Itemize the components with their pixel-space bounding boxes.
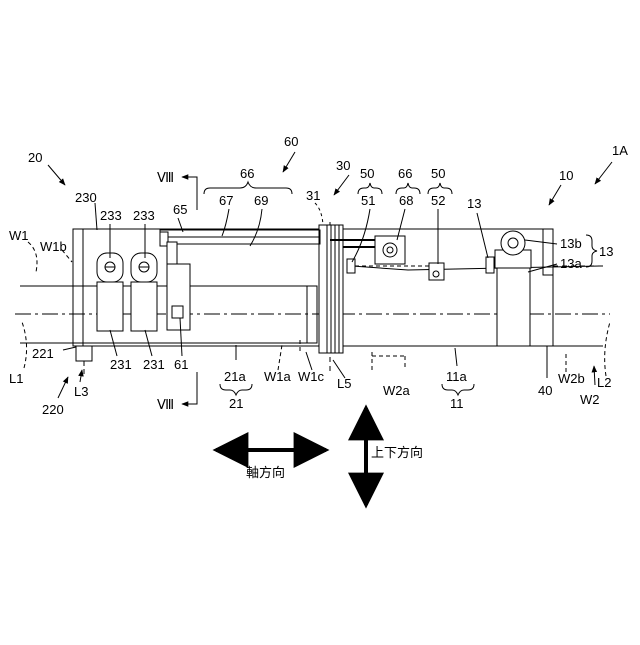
leader-13	[477, 213, 488, 258]
leader-w1c	[306, 352, 312, 370]
label-233-left: 233	[100, 208, 122, 223]
brace-66-top	[204, 182, 292, 194]
brace-11-bottom	[442, 384, 474, 395]
label-viii-top: Ⅷ	[157, 170, 174, 185]
label-13: 13	[467, 196, 481, 211]
label-w2: W2	[580, 392, 600, 407]
label-66-left: 66	[240, 166, 254, 181]
label-40: 40	[538, 383, 552, 398]
label-221: 221	[32, 346, 54, 361]
label-l3: L3	[74, 384, 88, 399]
label-61: 61	[174, 357, 188, 372]
ref-arrow-220	[58, 377, 68, 398]
label-viii-bottom: Ⅷ	[157, 397, 174, 412]
clamp-231-right	[131, 253, 157, 331]
section-arrow-bottom	[182, 372, 197, 404]
label-68: 68	[399, 193, 413, 208]
label-l2: L2	[597, 375, 611, 390]
label-13-right: 13	[599, 244, 613, 259]
motor-68	[375, 236, 405, 264]
clamp-61	[167, 242, 190, 330]
label-21: 21	[229, 396, 243, 411]
ref-arrow-20	[48, 165, 65, 185]
label-69: 69	[254, 193, 268, 208]
label-65: 65	[173, 202, 187, 217]
label-w2a: W2a	[383, 383, 411, 398]
label-51: 51	[361, 193, 375, 208]
label-10: 10	[559, 168, 573, 183]
label-l1: L1	[9, 371, 23, 386]
vertical-direction-label: 上下方向	[371, 445, 423, 460]
brace-21-bottom	[220, 384, 252, 395]
ref-arrow-1a	[595, 162, 612, 184]
label-w1c: W1c	[298, 369, 325, 384]
label-w1a: W1a	[264, 369, 292, 384]
ref-arrow-60	[283, 152, 295, 172]
label-13a: 13a	[560, 256, 582, 271]
axial-direction-label: 軸方向	[246, 465, 285, 480]
label-w1: W1	[9, 228, 29, 243]
label-230: 230	[75, 190, 97, 205]
label-60: 60	[284, 134, 298, 149]
ref-arrow-30	[334, 175, 349, 195]
label-233-right: 233	[133, 208, 155, 223]
leader-67	[222, 209, 229, 236]
leader-69	[250, 209, 262, 246]
label-21a: 21a	[224, 369, 246, 384]
left-end-block	[73, 229, 83, 346]
label-w2b: W2b	[558, 371, 585, 386]
fixture-13	[486, 231, 531, 346]
pin-220	[76, 346, 92, 361]
workpiece-w2-outline	[352, 266, 600, 346]
label-52: 52	[431, 193, 445, 208]
label-11a: 11a	[446, 369, 467, 384]
label-220: 220	[42, 402, 64, 417]
label-11: 11	[450, 396, 464, 411]
leader-l1	[22, 322, 27, 368]
clamp-231-left	[97, 253, 123, 331]
leader-11	[455, 348, 457, 366]
sensor-51	[347, 259, 355, 273]
label-231-right: 231	[143, 357, 165, 372]
brace-13-right	[586, 235, 597, 267]
label-w1b: W1b	[40, 239, 67, 254]
leader-w1a	[278, 345, 282, 370]
ref-arrow-l3	[80, 370, 82, 382]
ref-arrow-10	[549, 185, 561, 205]
leader-68	[397, 209, 405, 240]
leader-230	[95, 203, 97, 230]
leader-51	[352, 209, 370, 262]
leader-l2	[605, 322, 610, 376]
label-50-left: 50	[360, 166, 374, 181]
label-66-mid: 66	[398, 166, 412, 181]
label-31: 31	[306, 188, 320, 203]
label-30: 30	[336, 158, 350, 173]
label-13b: 13b	[560, 236, 582, 251]
label-67: 67	[219, 193, 233, 208]
leader-31	[315, 203, 323, 225]
leader-221	[63, 347, 76, 350]
ref-arrow-w2	[594, 366, 595, 385]
label-231-left: 231	[110, 357, 132, 372]
label-50-right: 50	[431, 166, 445, 181]
label-20: 20	[28, 150, 42, 165]
right-end-block	[543, 229, 553, 275]
label-l5: L5	[337, 376, 351, 391]
label-1a: 1A	[612, 143, 628, 158]
leader-w1	[28, 242, 37, 272]
